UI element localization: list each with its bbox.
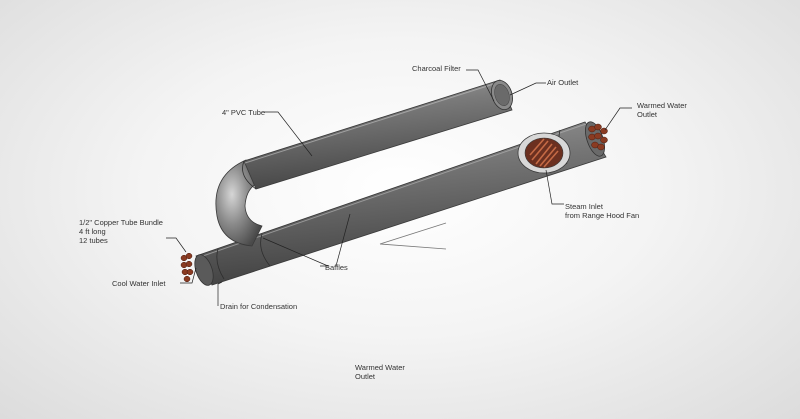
label-warmed-water-outlet-bottom: Warmed Water Outlet <box>355 363 405 381</box>
label-pvc-tube: 4" PVC Tube <box>222 108 266 117</box>
label-copper-tube-bundle: 1/2" Copper Tube Bundle 4 ft long 12 tub… <box>79 218 163 245</box>
reference-lines <box>379 222 447 250</box>
leader-drain <box>217 281 223 306</box>
label-air-outlet: Air Outlet <box>547 78 579 87</box>
upper-tube <box>242 79 513 190</box>
leader-air-outlet <box>509 82 546 96</box>
leader-baffles-2 <box>335 213 351 267</box>
label-baffles: Baffles <box>325 263 348 272</box>
label-drain-for-condensation: Drain for Condensation <box>220 302 298 311</box>
leader-pvc-tube <box>264 111 313 157</box>
leader-charcoal-filter <box>466 69 495 102</box>
leader-copper-bundle <box>166 237 187 253</box>
leader-baffles <box>262 237 329 267</box>
leader-cool-water <box>180 267 197 284</box>
label-steam-inlet: Steam Inlet from Range Hood Fan <box>565 202 640 220</box>
pvc-elbow <box>215 159 263 247</box>
steam-inlet-port <box>517 132 571 174</box>
copper-tube-ends-left <box>180 252 194 283</box>
leader-lines <box>166 69 632 306</box>
leader-warmed-water-top <box>604 107 632 131</box>
label-warmed-water-outlet-top: Warmed Water Outlet <box>637 101 687 119</box>
label-cool-water-inlet: Cool Water Inlet <box>112 279 166 288</box>
leader-steam-inlet <box>545 169 564 205</box>
copper-tube-ends-right <box>588 123 608 151</box>
label-charcoal-filter: Charcoal Filter <box>412 64 461 73</box>
